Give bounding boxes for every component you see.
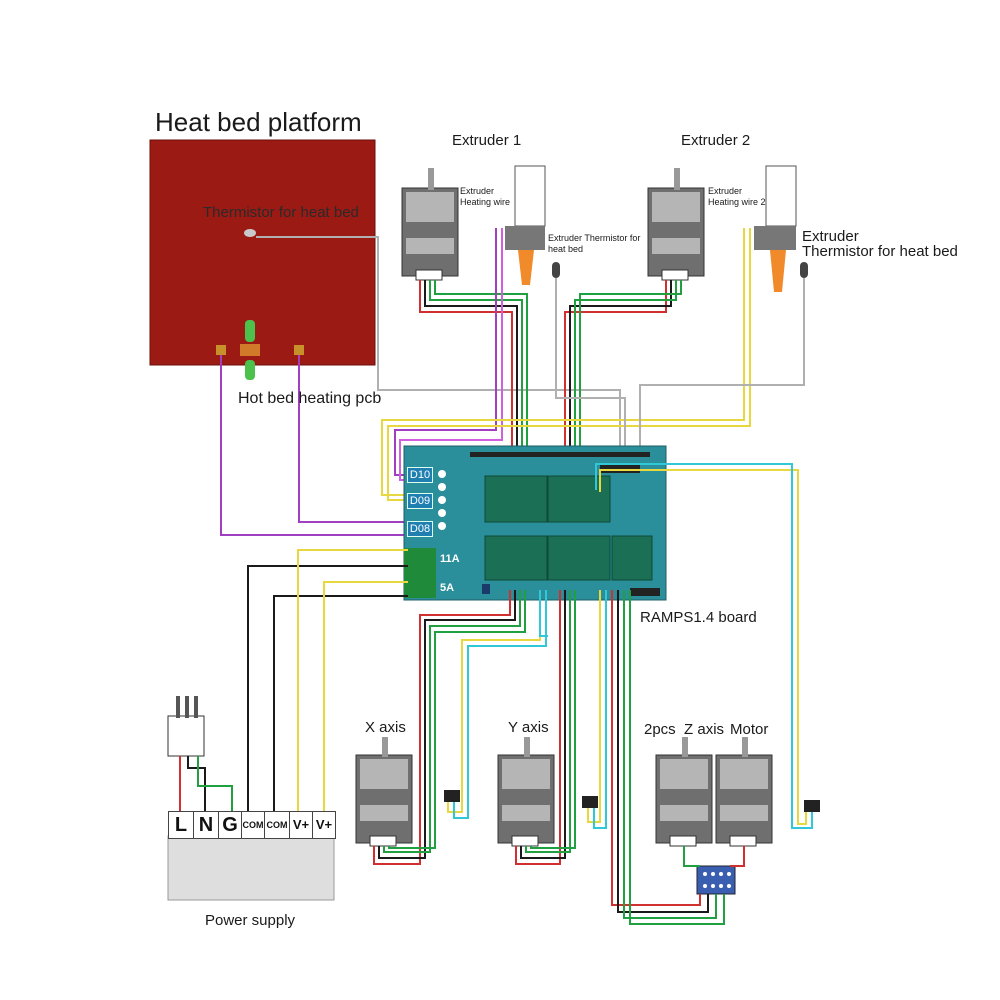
heat-bed-wire-right — [298, 355, 405, 523]
extruder2-thermistor-label-line1: Extruder — [802, 228, 859, 245]
heat-bed-thermistor-wire — [256, 236, 621, 460]
extruder2-motor-wires — [564, 280, 682, 462]
z-axis-motor-2 — [715, 737, 773, 847]
extruder1-heater-wire-a — [394, 228, 497, 476]
terminal-g: G — [218, 811, 242, 839]
x-axis-label: X axis — [365, 719, 406, 736]
heat-bed-platform — [149, 139, 376, 366]
current-11a-label: 11A — [440, 553, 460, 565]
heat-bed-wire-left — [220, 355, 405, 536]
terminal-com-1: COM — [241, 811, 265, 839]
z-axis-motor-1 — [655, 737, 713, 847]
extruder2-thermistor-wire — [639, 278, 805, 462]
current-5a-label: 5A — [440, 582, 455, 594]
z-axis-label: 2pcs Z axis — [644, 721, 725, 738]
extruder2-heater-wire-b — [387, 228, 751, 501]
pin-d08-label: D08 — [407, 521, 433, 537]
extruder2-thermistor-label-line2: Thermistor for heat bed — [802, 243, 958, 260]
power-wires — [247, 549, 408, 812]
terminal-l: L — [168, 811, 194, 839]
thermistor-heat-bed-label: Thermistor for heat bed — [203, 204, 359, 221]
y-axis-label: Y axis — [508, 719, 549, 736]
extruder1-heating-wire-label: Extruder Heating wire — [460, 186, 511, 207]
motor-label: Motor — [730, 721, 769, 738]
extruder1-hotend — [505, 165, 560, 285]
heat-bed-pad-right — [294, 345, 304, 355]
power-supply-label: Power supply — [205, 912, 296, 929]
extruder1-motor — [401, 168, 459, 281]
extruder1-heater-wire-b — [399, 228, 503, 481]
z-axis-splitter — [696, 865, 736, 895]
heat-bed-platform-title: Heat bed platform — [155, 107, 362, 137]
z-axis-motor-wires — [611, 590, 745, 925]
heat-bed-pad-left — [216, 345, 226, 355]
heat-bed-led-bottom — [245, 360, 255, 380]
pin-d10-label: D10 — [407, 467, 433, 483]
extruder2-label: Extruder 2 — [681, 132, 751, 149]
power-plug — [167, 696, 233, 812]
extruder1-motor-wires — [419, 280, 528, 462]
heat-bed-led-top — [245, 320, 255, 342]
extruder1-thermistor-label: Extruder Thermistor for heat bed — [548, 233, 641, 254]
y-endstop — [582, 590, 607, 829]
terminal-vplus-1: V+ — [289, 811, 313, 839]
terminal-n: N — [193, 811, 219, 839]
heat-bed-resistor — [240, 344, 260, 356]
extruder2-heating-wire-label: Extruder Heating wire 2 — [708, 186, 766, 207]
extruder2-heater-wire-a — [381, 228, 745, 496]
pin-d09-label: D09 — [407, 493, 433, 509]
ramps-board — [403, 445, 667, 601]
terminal-com-2: COM — [264, 811, 290, 839]
extruder1-thermistor-wire — [555, 278, 626, 462]
x-axis-motor-wires — [373, 590, 526, 865]
cyan-signal-wire — [539, 590, 548, 637]
ramps-board-label: RAMPS1.4 board — [640, 609, 757, 626]
z-endstop — [595, 463, 820, 829]
terminal-vplus-2: V+ — [312, 811, 336, 839]
y-axis-motor-wires — [515, 590, 576, 865]
extruder1-label: Extruder 1 — [452, 132, 522, 149]
extruder2-hotend — [754, 165, 808, 292]
hot-bed-heating-pcb-label: Hot bed heating pcb — [238, 390, 382, 407]
x-axis-motor — [355, 737, 413, 847]
extruder2-motor — [647, 168, 705, 281]
power-supply — [167, 835, 335, 901]
y-axis-motor — [497, 737, 555, 847]
heat-bed-thermistor — [244, 229, 256, 237]
